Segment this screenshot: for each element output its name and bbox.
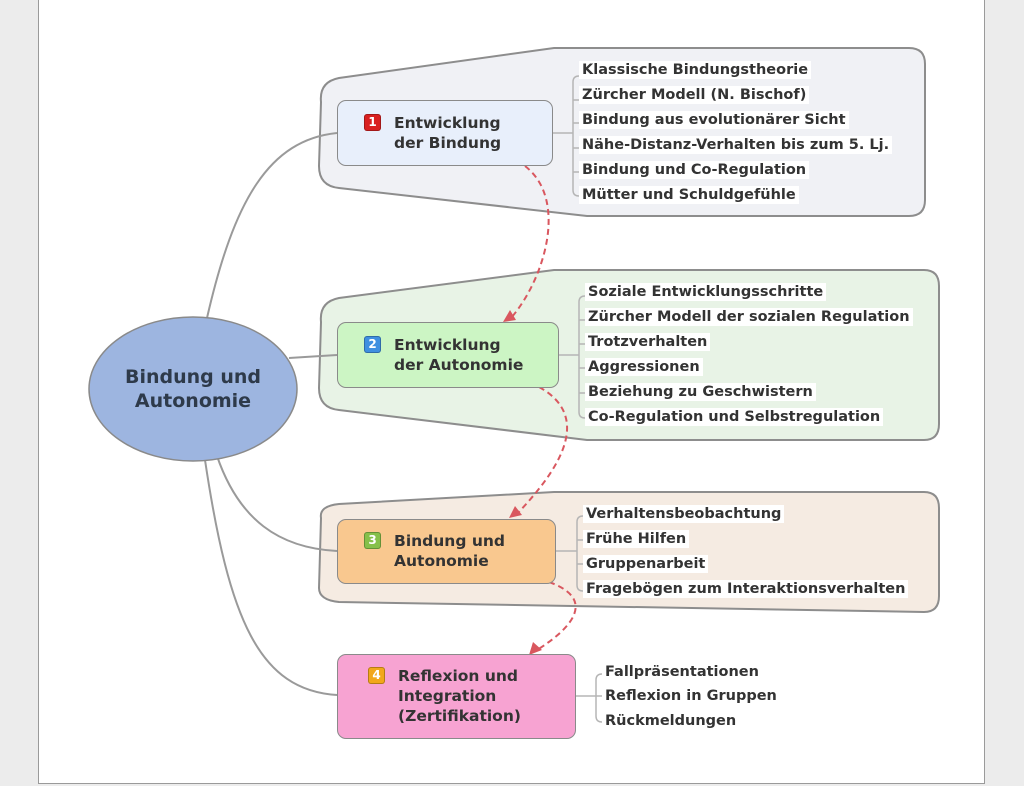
priority-3-icon: 3 [364,532,381,549]
priority-1-icon: 1 [364,114,381,131]
branch-line-1 [206,132,338,319]
arrowhead-2 [503,310,516,322]
topic-reflexion-und-integration[interactable]: 4 Reflexion und Integration (Zertifikati… [337,654,576,739]
relationship-arrow-3-4 [536,581,577,651]
subtopic-zuercher-modell-bischof[interactable]: Zürcher Modell (N. Bischof) [579,86,810,104]
topic-3-label: Bindung und Autonomie [394,532,505,570]
subtopic-fruehe-hilfen[interactable]: Frühe Hilfen [583,530,690,548]
subtopic-frageboegen-interaktionsverhalten[interactable]: Fragebögen zum Interaktionsverhalten [583,580,909,598]
central-topic[interactable] [88,316,298,462]
subtopic-naehe-distanz-verhalten[interactable]: Nähe-Distanz-Verhalten bis zum 5. Lj. [579,136,893,154]
subtopic-connectors-4 [576,673,603,723]
branch-line-2 [288,354,338,359]
subtopic-muetter-schuldgefuehle[interactable]: Mütter und Schuldgefühle [579,186,799,204]
subtopic-zuercher-modell-soziale-regulation[interactable]: Zürcher Modell der sozialen Regulation [585,308,913,326]
relationship-arrowheads [503,310,542,655]
topic-entwicklung-der-autonomie[interactable]: 2 Entwicklung der Autonomie [337,322,559,388]
relationship-arrow-1-2 [510,165,550,319]
subtopic-bindung-evolutionaer[interactable]: Bindung aus evolutionärer Sicht [579,111,849,129]
branch-line-4 [204,459,338,696]
topic-bindung-und-autonomie[interactable]: 3 Bindung und Autonomie [337,519,556,584]
subtopic-soziale-entwicklungsschritte[interactable]: Soziale Entwicklungsschritte [585,283,827,301]
subtopic-gruppenarbeit[interactable]: Gruppenarbeit [583,555,709,573]
relationship-arrows [510,165,577,651]
arrowhead-3 [509,506,522,518]
priority-2-icon: 2 [364,336,381,353]
topic-1-label: Entwicklung der Bindung [394,114,502,152]
subtopic-bindung-co-regulation[interactable]: Bindung und Co-Regulation [579,161,810,179]
arrowhead-4 [529,642,542,655]
topic-2-label: Entwicklung der Autonomie [394,336,524,374]
branch-line-3 [216,455,338,552]
central-topic-line2: Autonomie [135,390,251,412]
topic-4-label: Reflexion und Integration (Zertifikation… [398,667,521,725]
subtopic-co-regulation-selbstregulation[interactable]: Co-Regulation und Selbstregulation [585,408,884,426]
subtopic-beziehung-geschwister[interactable]: Beziehung zu Geschwistern [585,383,816,401]
mind-map-canvas: Bindung und Autonomie 1 Entwicklung der … [38,0,985,784]
subtopic-aggressionen[interactable]: Aggressionen [585,358,703,376]
subtopic-connectors-3 [556,515,584,592]
subtopic-rueckmeldungen[interactable]: Rückmeldungen [602,712,740,730]
subtopic-fallpraesentationen[interactable]: Fallpräsentationen [602,663,762,681]
subtopic-connectors-2 [559,295,586,419]
subtopic-verhaltensbeobachtung[interactable]: Verhaltensbeobachtung [583,505,785,523]
priority-4-icon: 4 [368,667,385,684]
subtopic-klassische-bindungstheorie[interactable]: Klassische Bindungstheorie [579,61,812,79]
central-topic-line1: Bindung und [125,366,261,388]
relationship-arrow-2-3 [516,386,569,515]
subtopic-trotzverhalten[interactable]: Trotzverhalten [585,333,711,351]
subtopic-reflexion-in-gruppen[interactable]: Reflexion in Gruppen [602,687,780,705]
subtopic-connectors-1 [553,75,580,197]
topic-entwicklung-der-bindung[interactable]: 1 Entwicklung der Bindung [337,100,553,166]
